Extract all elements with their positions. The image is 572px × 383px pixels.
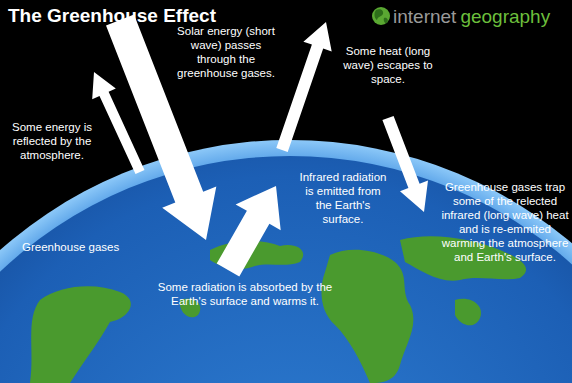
trapped-arrow	[382, 116, 428, 212]
annotation: Greenhouse gases trap some of the relect…	[440, 180, 570, 264]
continents	[30, 236, 526, 383]
annotation: Solar energy (short wave) passes through…	[172, 24, 280, 80]
atmosphere	[0, 140, 572, 383]
earth-ocean	[0, 156, 572, 383]
infrared-arrow	[217, 186, 281, 276]
annotation: Some energy is reflected by the atmosphe…	[6, 120, 98, 162]
logo-word: internet	[393, 7, 456, 28]
annotation: Infrared radiation is emitted from the E…	[298, 170, 388, 226]
diagram-title: The Greenhouse Effect	[8, 6, 216, 27]
region-label: Greenhouse gases	[22, 240, 119, 254]
escape-arrow	[276, 22, 331, 152]
logo-globe-icon	[372, 7, 390, 25]
reflected-arrow	[92, 72, 144, 174]
annotation: Some heat (long wave) escapes to space.	[336, 44, 440, 86]
logo-word: geography	[460, 7, 550, 28]
annotation: Some radiation is absorbed by the Earth'…	[150, 280, 340, 308]
